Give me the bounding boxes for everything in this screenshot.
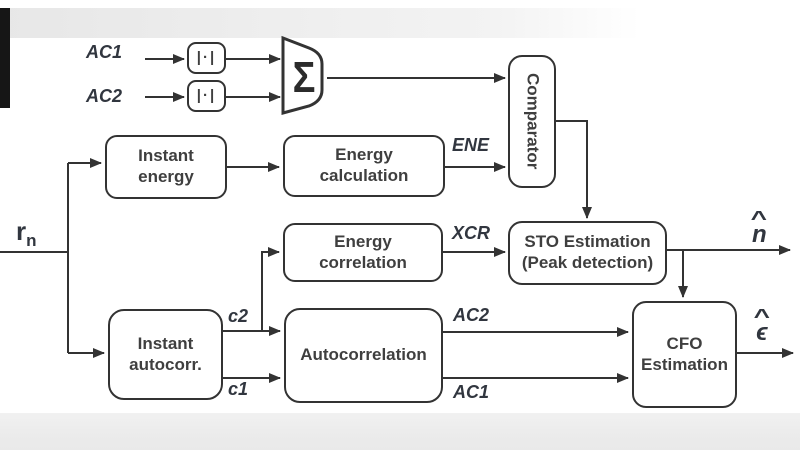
sum-sigma-label: Σ	[292, 53, 316, 102]
block-energy-calculation: Energy calculation	[283, 135, 445, 197]
cfo-output-epsilonhat-label: ^ ϵ	[753, 306, 771, 346]
block-label-line: Energy	[335, 145, 393, 165]
sum-funnel-shape	[281, 35, 324, 115]
nhat-circumflex: ^	[751, 208, 768, 230]
left-edge-bar	[0, 8, 10, 108]
block-label-line: Energy	[334, 231, 392, 251]
ac1-signal-label: AC1	[453, 382, 490, 402]
block-energy-correlation: Energy correlation	[283, 223, 443, 282]
ac2-input-label: AC2	[86, 86, 123, 106]
ac1-input-label: AC1	[86, 42, 123, 62]
block-label-line: CFO	[666, 333, 703, 353]
connector-comparator-to-sto	[556, 120, 592, 219]
block-label-line: (Peak detection)	[521, 253, 654, 272]
epsilonhat-letter: ϵ	[756, 319, 768, 346]
abs1-label: |·|	[196, 48, 217, 66]
letterbox-bottom	[0, 413, 800, 450]
rn-letter: r	[16, 216, 27, 246]
block-instant-autocorr: Instant autocorr.	[108, 309, 223, 400]
block-instant-energy: Instant energy	[105, 135, 227, 199]
block-comparator: Comparator	[508, 55, 556, 188]
comparator-label: Comparator	[523, 73, 543, 170]
block-label-line: energy	[138, 167, 194, 186]
abs2-label: |·|	[196, 86, 217, 104]
block-label-line: autocorr.	[129, 354, 202, 374]
letterbox-top	[0, 8, 800, 38]
rn-subscript: n	[26, 231, 37, 250]
connector-c2-to-energy-correlation	[261, 247, 280, 331]
c1-signal-label: c1	[228, 379, 249, 399]
block-autocorrelation: Autocorrelation	[284, 308, 443, 403]
block-label-line: calculation	[319, 166, 409, 185]
block-sto-estimation: STO Estimation (Peak detection)	[508, 221, 667, 285]
block-label-line: Instant	[138, 146, 194, 166]
block-label-line: Estimation	[641, 354, 728, 374]
ene-signal-label: ENE	[452, 135, 490, 155]
block-label-line: Autocorrelation	[300, 345, 427, 365]
ac2-signal-label: AC2	[453, 305, 490, 325]
xcr-signal-label: XCR	[452, 223, 491, 243]
block-abs2: |·|	[187, 80, 226, 112]
block-label-line: correlation	[319, 252, 407, 272]
block-label-line: STO Estimation	[524, 232, 651, 252]
connector-rn-trunk	[0, 163, 69, 353]
input-rn-label: rn	[16, 216, 37, 251]
block-label-line: Instant	[137, 333, 194, 353]
epsilonhat-circumflex: ^	[753, 306, 771, 328]
sto-output-nhat-label: ^ n	[751, 208, 768, 248]
c2-signal-label: c2	[228, 306, 249, 326]
block-abs1: |·|	[187, 42, 226, 74]
nhat-letter: n	[752, 221, 767, 248]
block-cfo-estimation: CFO Estimation	[632, 301, 737, 408]
